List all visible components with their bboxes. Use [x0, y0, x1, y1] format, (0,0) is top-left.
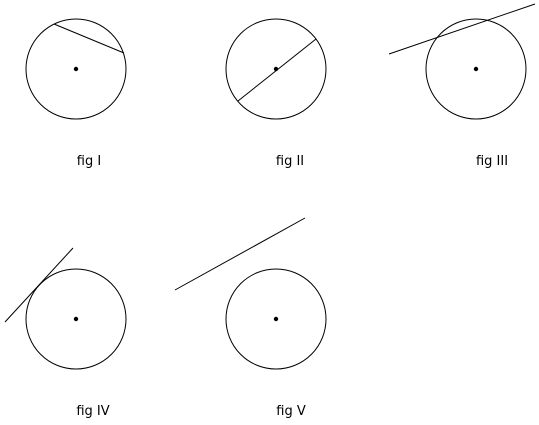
- figure-4: fig IV: [4, 247, 127, 419]
- figure-2: fig II: [225, 18, 327, 169]
- circle-2: [225, 18, 327, 120]
- figure-1: fig I: [25, 18, 127, 169]
- circle-3: [425, 18, 527, 120]
- figure-label-5: fig V: [276, 404, 306, 419]
- chord-line: [53, 23, 125, 54]
- diameter-line: [237, 38, 317, 102]
- non-intersecting-line: [174, 217, 306, 291]
- center-point-4: [73, 316, 79, 322]
- figure-label-2: fig II: [276, 154, 304, 169]
- circle-5: [225, 268, 327, 370]
- tangent-line: [4, 247, 74, 323]
- figure-label-1: fig I: [77, 154, 101, 169]
- figure-3: fig III: [388, 3, 536, 169]
- secant-line: [388, 3, 536, 55]
- circle-1: [25, 18, 127, 120]
- center-point-5: [273, 316, 279, 322]
- circle-4: [25, 268, 127, 370]
- center-point-1: [73, 66, 79, 72]
- figure-5: fig V: [174, 217, 327, 419]
- center-point-3: [473, 66, 479, 72]
- figure-label-4: fig IV: [76, 404, 109, 419]
- figure-label-3: fig III: [476, 154, 508, 169]
